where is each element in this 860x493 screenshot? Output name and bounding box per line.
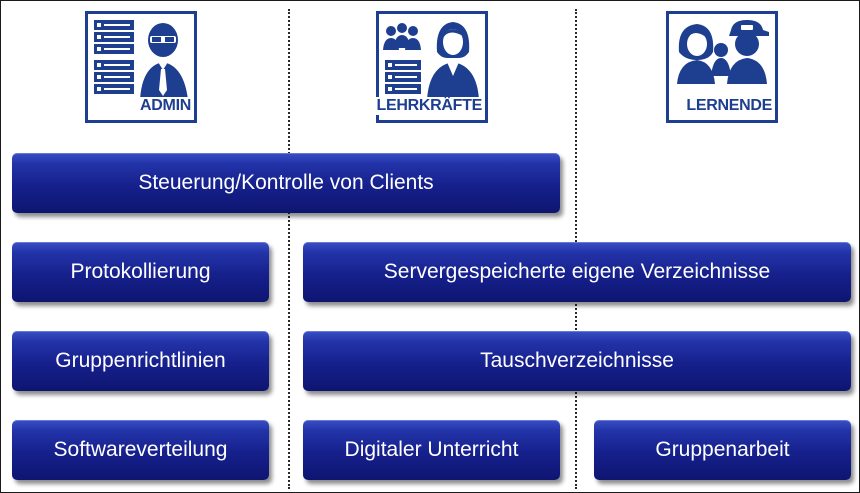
learners-students-icon [677,20,769,84]
teachers-label: LEHRKRÄFTE [374,97,482,115]
teachers-role-icon: LEHRKRÄFTE [374,11,488,123]
admin-label: ADMIN [138,97,191,115]
admin-role-icon: ADMIN [85,11,197,123]
teachers-group-server-icon [383,22,479,100]
feature-server-directories: Servergespeicherte eigene Verzeichnisse [303,242,851,302]
feature-digital-teaching: Digitaler Unterricht [303,420,560,480]
learners-role-icon: LERNENDE [666,11,778,123]
feature-group-policies: Gruppenrichtlinien [12,331,269,391]
column-divider-left [288,9,290,489]
feature-logging: Protokollierung [12,242,269,302]
admin-server-user-icon [94,20,188,100]
feature-group-work: Gruppenarbeit [594,420,851,480]
learners-label: LERNENDE [684,97,772,115]
feature-exchange-directories: Tauschverzeichnisse [303,331,851,391]
feature-software-distribution: Softwareverteilung [12,420,269,480]
feature-client-control: Steuerung/Kontrolle von Clients [12,153,560,213]
